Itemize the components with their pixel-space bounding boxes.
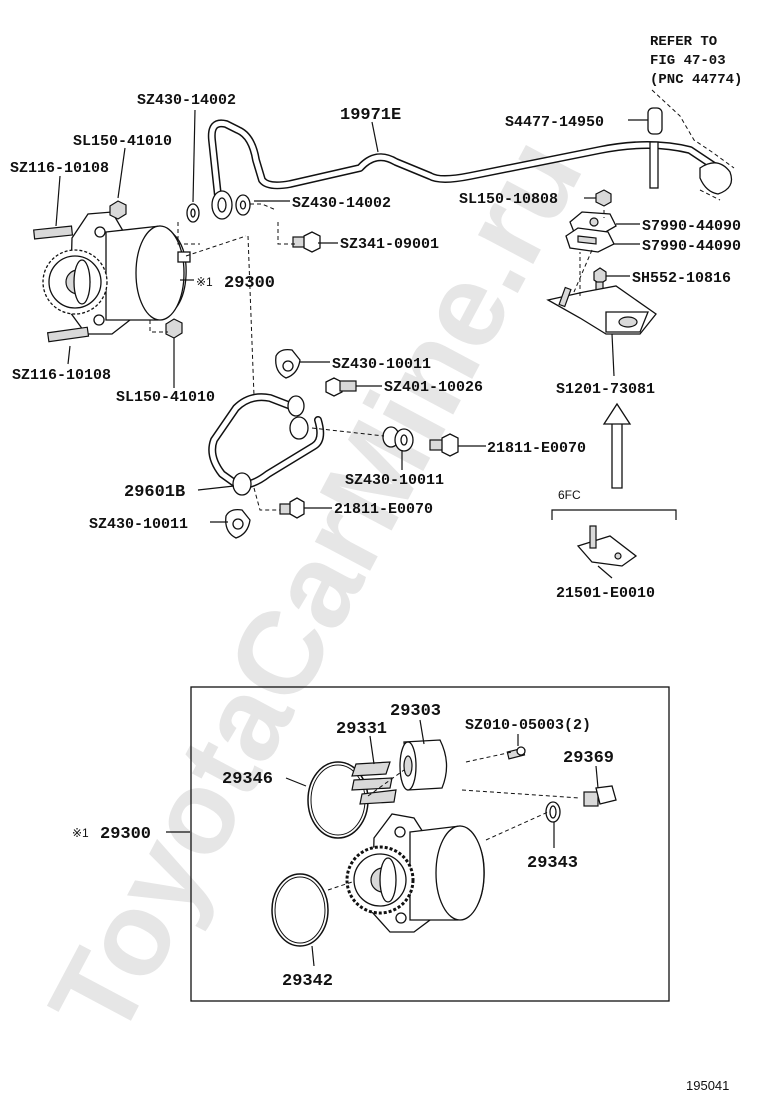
clamp-s7990-b[interactable]	[565, 227, 615, 253]
nut-bottom[interactable]	[165, 318, 183, 339]
refer-to-pointer	[651, 89, 735, 169]
gasket-sz430-10011-a[interactable]	[275, 348, 301, 379]
label-6fc: 6FC	[558, 488, 581, 502]
bracket-s1201[interactable]	[546, 285, 657, 335]
label-sl150-41010-bot: SL150-41010	[116, 389, 215, 406]
label-29342: 29342	[282, 972, 333, 991]
arrow-up	[602, 402, 632, 489]
label-sz341-09001: SZ341-09001	[340, 236, 439, 253]
label-sz430-14002-top: SZ430-14002	[137, 92, 236, 109]
note-mark-top: ※1	[196, 275, 213, 289]
label-s1201-73081: S1201-73081	[556, 381, 655, 398]
label-21811-e0070-b: 21811-E0070	[334, 501, 433, 518]
part-labels: SZ430-14002 SL150-41010 SZ116-10108 1997…	[10, 34, 742, 991]
refer-to-line1: REFER TO	[650, 34, 717, 50]
label-s7990-44090-b: S7990-44090	[642, 238, 741, 255]
nut-top[interactable]	[109, 200, 127, 220]
gasket-sz430-10011-b[interactable]	[382, 426, 414, 452]
union-bolt-21811-b[interactable]	[279, 497, 305, 519]
center-lines-top	[149, 189, 721, 511]
label-21811-e0070-a: 21811-E0070	[487, 440, 586, 457]
vanes-29331[interactable]	[351, 761, 397, 805]
stud-bolt-bottom[interactable]	[46, 326, 90, 343]
label-29303: 29303	[390, 702, 441, 721]
label-sz430-10011-b: SZ430-10011	[345, 472, 444, 489]
label-sh552-10816: SH552-10816	[632, 270, 731, 287]
union-bolt-sz401[interactable]	[325, 377, 357, 397]
ring-29343[interactable]	[545, 801, 561, 823]
rotor-29303[interactable]	[399, 739, 448, 791]
gasket-sz430-10011-c[interactable]	[225, 508, 251, 539]
leader-lines	[55, 109, 648, 967]
label-29369: 29369	[563, 749, 614, 768]
label-sz430-14002-mid: SZ430-14002	[292, 195, 391, 212]
bracket-6fc-bracket-line	[551, 509, 677, 520]
bracket-21501[interactable]	[576, 525, 638, 567]
label-29343: 29343	[527, 854, 578, 873]
label-19971e: 19971E	[340, 106, 401, 125]
label-s7990-44090-a: S7990-44090	[642, 218, 741, 235]
vacuum-hose-29601b[interactable]	[208, 393, 325, 496]
label-sz010-05003: SZ010-05003(2)	[465, 717, 591, 734]
label-29300-top: 29300	[224, 274, 275, 293]
valve-29369[interactable]	[583, 785, 617, 807]
center-lines-bottom	[327, 751, 581, 891]
label-sl150-10808: SL150-10808	[459, 191, 558, 208]
label-sl150-41010-top: SL150-41010	[73, 133, 172, 150]
note-mark-box: ※1	[72, 826, 89, 840]
label-29346: 29346	[222, 770, 273, 789]
figure-number: 195041	[686, 1078, 729, 1093]
label-29601b: 29601B	[124, 483, 185, 502]
detail-box	[190, 686, 670, 1002]
label-29300-box: 29300	[100, 825, 151, 844]
label-sz430-10011-a: SZ430-10011	[332, 356, 431, 373]
union-bolt-sz341[interactable]	[292, 231, 321, 253]
gasket-washer-2[interactable]	[235, 194, 251, 216]
gasket-washer-1[interactable]	[186, 203, 200, 223]
label-29331: 29331	[336, 720, 387, 739]
label-sz430-10011-c: SZ430-10011	[89, 516, 188, 533]
o-ring-29342[interactable]	[271, 873, 329, 947]
union-bolt-21811-a[interactable]	[429, 433, 459, 457]
vacuum-pipe-19971e[interactable]	[207, 119, 733, 220]
stud-bolt-top[interactable]	[33, 225, 74, 240]
vacuum-pump-body[interactable]	[345, 813, 485, 933]
nut-sl150-10808[interactable]	[595, 189, 612, 207]
label-sz401-10026: SZ401-10026	[384, 379, 483, 396]
label-sz116-10108-bot: SZ116-10108	[12, 367, 111, 384]
label-21501-e0010: 21501-E0010	[556, 585, 655, 602]
screw-sz010[interactable]	[506, 746, 526, 760]
refer-to-line3: (PNC 44774)	[650, 72, 742, 88]
label-sz116-10108-top: SZ116-10108	[10, 160, 109, 177]
vacuum-pump-top[interactable]	[42, 211, 191, 335]
label-s4477-14950: S4477-14950	[505, 114, 604, 131]
refer-to-line2: FIG 47-03	[650, 53, 726, 69]
check-valve-s4477[interactable]	[647, 107, 663, 189]
